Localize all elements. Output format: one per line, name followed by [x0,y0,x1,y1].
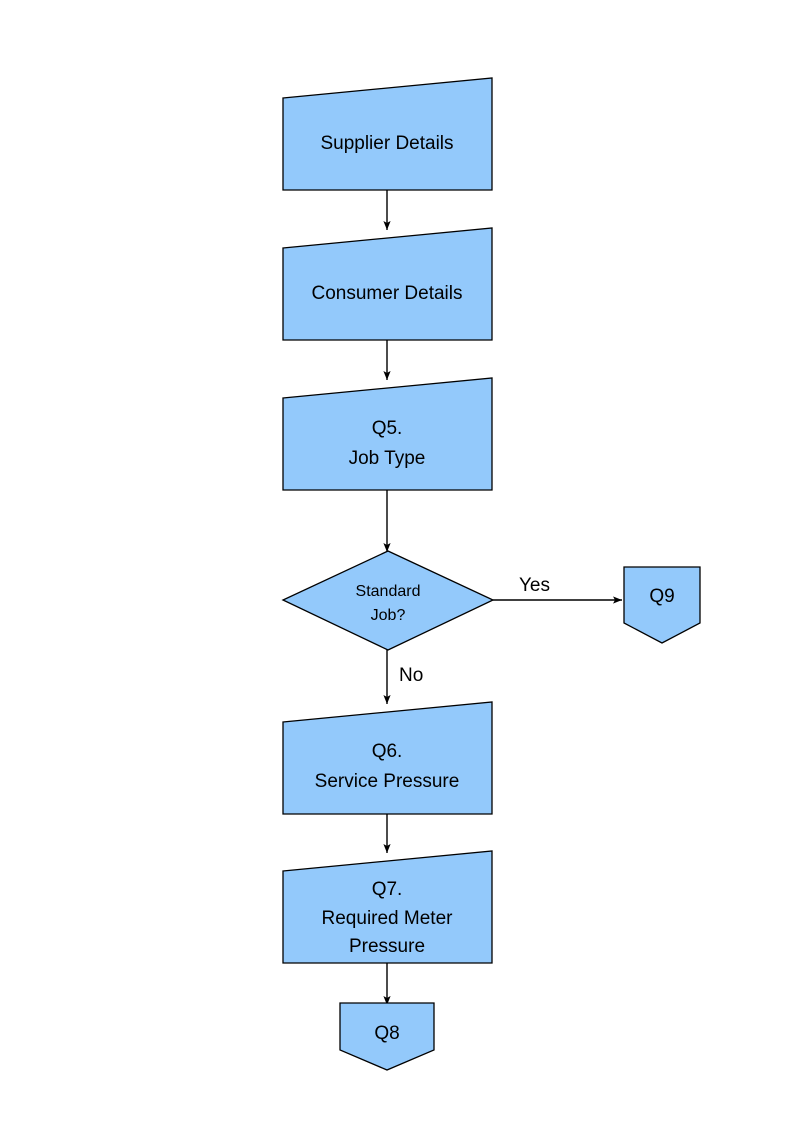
supplier-details-label: Supplier Details [320,133,453,154]
q8-label: Q8 [374,1023,399,1044]
node-q8[interactable]: Q8 [339,1002,435,1071]
q6-service-pressure-label-line1: Q6. [372,741,403,762]
node-q9[interactable]: Q9 [623,566,701,644]
q7-required-meter-pressure-label-line1: Q7. [372,879,403,900]
q9-shape[interactable] [623,566,701,644]
edge-label-no: No [399,665,423,686]
q8-shape[interactable] [339,1002,435,1071]
standard-job-decision-label-line2: Job? [371,607,406,624]
node-q7-required-meter-pressure[interactable]: Q7. Required Meter Pressure [282,850,493,964]
node-consumer-details[interactable]: Consumer Details [282,227,493,341]
q5-job-type-shape[interactable] [282,377,493,491]
q5-job-type-label-line1: Q5. [372,418,403,439]
edge-label-yes: Yes [519,575,550,596]
q9-label: Q9 [649,586,674,607]
consumer-details-shape[interactable] [282,227,493,341]
q6-service-pressure-label-line2: Service Pressure [315,771,460,792]
standard-job-decision-shape[interactable] [281,550,495,651]
standard-job-decision-label-line1: Standard [356,583,421,600]
consumer-details-label: Consumer Details [312,283,463,304]
node-standard-job-decision[interactable]: Standard Job? [281,550,495,651]
node-supplier-details[interactable]: Supplier Details [282,77,493,191]
q6-service-pressure-shape[interactable] [282,701,493,815]
q7-required-meter-pressure-label-line2: Required Meter [322,908,454,929]
q5-job-type-label-line2: Job Type [349,448,426,469]
supplier-details-shape[interactable] [282,77,493,191]
q7-required-meter-pressure-shape[interactable] [282,850,493,964]
node-q6-service-pressure[interactable]: Q6. Service Pressure [282,701,493,815]
node-q5-job-type[interactable]: Q5. Job Type [282,377,493,491]
q7-required-meter-pressure-label-line3: Pressure [349,936,425,957]
connectors [383,190,622,1005]
